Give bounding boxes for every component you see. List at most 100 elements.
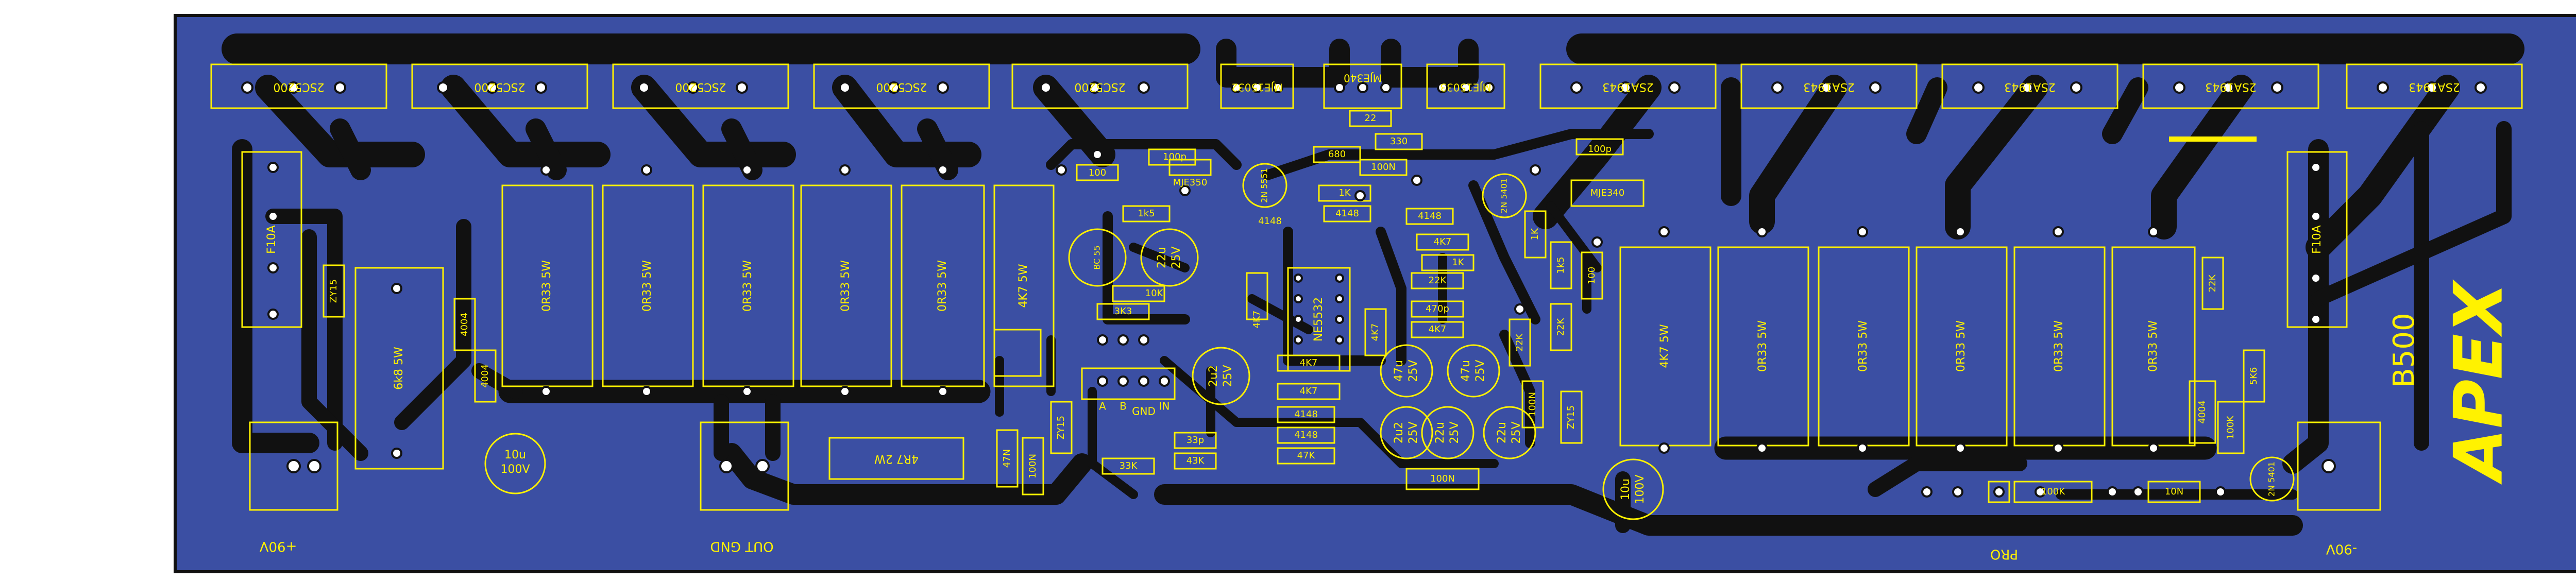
c-470p-1: 470p	[1426, 303, 1449, 314]
cap-47u-1-voltage: 25V	[1407, 360, 1420, 382]
a-label: A	[1099, 400, 1106, 413]
res-6k8-label: 6k8 5W	[393, 347, 405, 390]
q-npn-2-label: 2SC5200	[474, 80, 525, 93]
d-4148-5: 4148	[1294, 430, 1318, 440]
q-pnp-1-label: 2SA1943	[1602, 80, 1653, 93]
q-pnp-2-label: 2SA1943	[1803, 80, 1854, 93]
power-pro-label: PRO	[1990, 546, 2018, 562]
r-22k-v1: 22K	[1555, 317, 1566, 336]
q-mje340b-label: MJE340	[1590, 187, 1625, 198]
res-emitter-l5: 0R33 5W	[936, 260, 949, 312]
power-pos-label: +90V	[259, 539, 297, 554]
in-label: IN	[1159, 400, 1170, 413]
q-mje350-label: MJE350	[1173, 177, 1208, 188]
r-4k7-v1: 4K7	[1251, 311, 1262, 329]
q-bc-label: BC 55	[1092, 245, 1102, 269]
c-100n-v2: 100N	[1027, 454, 1038, 479]
cap-22u-3-value: 22u	[1496, 422, 1509, 443]
zener-center-label: ZY15	[1056, 416, 1066, 439]
c-100p-1: 100p	[1163, 151, 1187, 162]
res-4k7-5w-right: 4K7 5W	[1658, 324, 1671, 368]
c-33p-1: 33p	[1187, 435, 1204, 446]
pads	[241, 81, 2487, 498]
r-47k-1: 47K	[1297, 450, 1316, 461]
cap-47u-2-value: 47u	[1460, 360, 1472, 382]
fuse-left-label: F10A	[265, 225, 278, 254]
b-label: B	[1120, 400, 1127, 413]
diode-left-2-label: 4004	[480, 364, 490, 388]
c-10n-1: 10N	[2165, 486, 2183, 497]
cap-47u-1-value: 47u	[1393, 360, 1405, 382]
r-1k-1: 1K	[1338, 187, 1351, 198]
c-100n-v1: 100N	[1527, 392, 1538, 417]
q-pnp-5-label: 2SA1943	[2409, 80, 2460, 93]
q-npn-1-label: 2SC5200	[273, 80, 324, 93]
r-10k-1: 10K	[1145, 288, 1164, 299]
res-emitter-r4: 0R33 5W	[2053, 320, 2065, 372]
r-1k5-v1: 1k5	[1555, 257, 1566, 274]
cap-22u-2-value: 22u	[1434, 422, 1447, 443]
cap-22u-3-voltage: 25V	[1510, 421, 1523, 443]
cap-2u2-1-value: 2u2	[1207, 365, 1220, 387]
c-100n-1: 100N	[1371, 162, 1396, 173]
r-1k-v1: 1K	[1530, 228, 1540, 240]
q-pnp-4-label: 2SA1943	[2205, 80, 2256, 93]
r-22-1: 22	[1365, 113, 1377, 124]
r-3k3-1: 3K3	[1114, 306, 1132, 317]
q-npn-3-label: 2SC5200	[675, 80, 726, 93]
res-4r7-2w-label: 4R7 2W	[874, 452, 919, 465]
r-5k6-v1: 5K6	[2248, 367, 2259, 385]
diode-left-1-label: 4004	[459, 313, 470, 336]
r-1k-2: 1K	[1452, 257, 1464, 268]
q-mje340-label: MJE340	[1344, 72, 1382, 84]
fuse-right-label: F10A	[2311, 225, 2324, 254]
res-emitter-l3: 0R33 5W	[741, 260, 754, 312]
r-22k-v3: 22K	[2207, 274, 2218, 292]
q-pnp-3-label: 2SA1943	[2004, 80, 2055, 93]
r-43k-1: 43K	[1187, 455, 1205, 466]
r-4k7-2: 4K7	[1429, 324, 1447, 335]
cap-2u2-1-voltage: 25V	[1222, 365, 1234, 387]
gnd-label: GND	[1132, 405, 1156, 418]
cap-10u-right-voltage: 100V	[1634, 474, 1647, 504]
r-4k7-v2: 4K7	[1370, 323, 1381, 341]
cap-22u-2-voltage: 25V	[1448, 421, 1461, 443]
cap-22u-1-voltage: 25V	[1170, 246, 1183, 268]
r-1k5-1: 1k5	[1138, 208, 1155, 219]
r-22k-1: 22K	[1429, 275, 1447, 286]
diode-right-label: 4004	[2197, 400, 2208, 424]
r-4k7-1: 4K7	[1434, 236, 1452, 247]
res-emitter-l2: 0R33 5W	[641, 260, 654, 312]
power-neg-label: -90V	[2326, 541, 2357, 557]
d-4148-4: 4148	[1294, 409, 1318, 420]
r-100k-v1: 100K	[2225, 415, 2236, 439]
d-4148-2: 4148	[1335, 208, 1359, 219]
zener-right-label: ZY15	[1566, 405, 1577, 429]
d-4148-3: 4148	[1418, 211, 1442, 221]
res-emitter-r1: 0R33 5W	[1756, 320, 1769, 372]
res-emitter-r2: 0R33 5W	[1857, 320, 1870, 372]
c-100p-2: 100p	[1588, 144, 1612, 155]
res-emitter-l4: 0R33 5W	[839, 260, 852, 312]
r-100-1: 100	[1089, 167, 1106, 178]
cap-47u-2-voltage: 25V	[1474, 360, 1487, 382]
q-npn-4-label: 2SC5200	[876, 80, 927, 93]
brand-logo: APEX	[2439, 279, 2518, 485]
r-33k-1: 33K	[1120, 460, 1138, 471]
res-4k7-5w-left: 4K7 5W	[1017, 264, 1030, 307]
r-4k7-3: 4K7	[1300, 357, 1318, 368]
res-emitter-l1: 0R33 5W	[540, 260, 553, 312]
c-47n-v1: 47N	[1002, 449, 1012, 468]
res-emitter-r5: 0R33 5W	[2147, 320, 2160, 372]
r-100-v1: 100	[1586, 267, 1597, 284]
model-label: B500	[2387, 313, 2421, 387]
r-4k7-4: 4K7	[1300, 386, 1318, 397]
opamp-label: NE5532	[1312, 297, 1325, 341]
r-22k-v2: 22K	[1514, 333, 1525, 351]
cap-2u2-2-voltage: 25V	[1407, 421, 1420, 443]
q-driver-a-label: MJE15032	[1231, 81, 1282, 94]
zener-left-label: ZY15	[328, 279, 339, 303]
r-100k-1: 100K	[2041, 486, 2065, 497]
q-2n5401-right-label: 2N 5401	[2267, 462, 2277, 497]
